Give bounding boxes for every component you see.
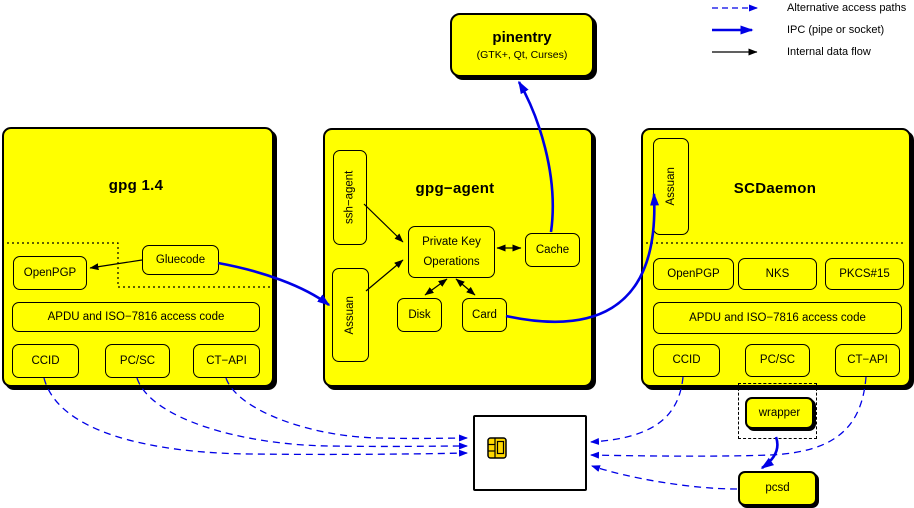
scdaemon-assuan-box: Assuan bbox=[653, 138, 689, 235]
disk-box: Disk bbox=[397, 298, 442, 332]
pinentry-title: pinentry bbox=[492, 29, 552, 46]
cache-box: Cache bbox=[525, 233, 580, 267]
ssh-agent-label: ssh−agent bbox=[343, 170, 356, 225]
pko-line2: Operations bbox=[423, 255, 480, 268]
smartcard bbox=[473, 415, 587, 491]
gpg14-apdu-box: APDU and ISO−7816 access code bbox=[12, 302, 260, 332]
alt-gpg14-pcsc-to-card bbox=[136, 377, 468, 450]
scdaemon-title: SCDaemon bbox=[733, 180, 817, 197]
pko-line1: Private Key bbox=[422, 235, 481, 248]
assuan-label: Assuan bbox=[344, 295, 357, 335]
card-box: Card bbox=[462, 298, 507, 332]
ipc-wrapper-to-pcsd bbox=[760, 436, 779, 470]
assuan-label: Assuan bbox=[664, 167, 677, 206]
legend-label-internal: Internal data flow bbox=[787, 46, 871, 58]
scdaemon-nks-box: NKS bbox=[738, 258, 817, 290]
gpg14-pcsc-box: PC/SC bbox=[105, 344, 170, 378]
alt-gpg14-ccid-to-card bbox=[43, 377, 468, 457]
scdaemon-openpgp-box: OpenPGP bbox=[653, 258, 734, 290]
scdaemon-ccid-box: CCID bbox=[653, 344, 720, 377]
legend-label-alternative: Alternative access paths bbox=[787, 2, 907, 14]
private-key-operations-box: Private Key Operations bbox=[408, 226, 495, 278]
chip-icon bbox=[487, 437, 507, 459]
gpg14-title: gpg 1.4 bbox=[108, 177, 164, 194]
wrapper-box: wrapper bbox=[745, 397, 814, 429]
gpg14-openpgp-box: OpenPGP bbox=[13, 256, 87, 290]
alt-gpg14-ctapi-to-card bbox=[225, 377, 468, 442]
gpg14-gluecode-box: Gluecode bbox=[142, 245, 219, 275]
pinentry-box: pinentry (GTK+, Qt, Curses) bbox=[450, 13, 594, 77]
gpg14-ccid-box: CCID bbox=[12, 344, 79, 378]
gpg14-ctapi-box: CT−API bbox=[193, 344, 260, 378]
gpg-agent-assuan-box: Assuan bbox=[332, 268, 369, 362]
legend-label-ipc: IPC (pipe or socket) bbox=[787, 24, 885, 36]
gpg-agent-title: gpg−agent bbox=[415, 180, 495, 197]
scdaemon-pkcs15-box: PKCS#15 bbox=[825, 258, 904, 290]
scdaemon-ctapi-box: CT−API bbox=[835, 344, 900, 377]
alt-pcsd-to-card bbox=[591, 465, 738, 490]
scdaemon-apdu-box: APDU and ISO−7816 access code bbox=[653, 302, 902, 334]
gpg-agent-ssh-agent-box: ssh−agent bbox=[333, 150, 367, 245]
pcsd-box: pcsd bbox=[738, 471, 817, 506]
alt-scdaemon-ctapi-to-card bbox=[590, 376, 867, 459]
pinentry-subtitle: (GTK+, Qt, Curses) bbox=[476, 49, 568, 61]
scdaemon-pcsc-box: PC/SC bbox=[745, 344, 810, 377]
